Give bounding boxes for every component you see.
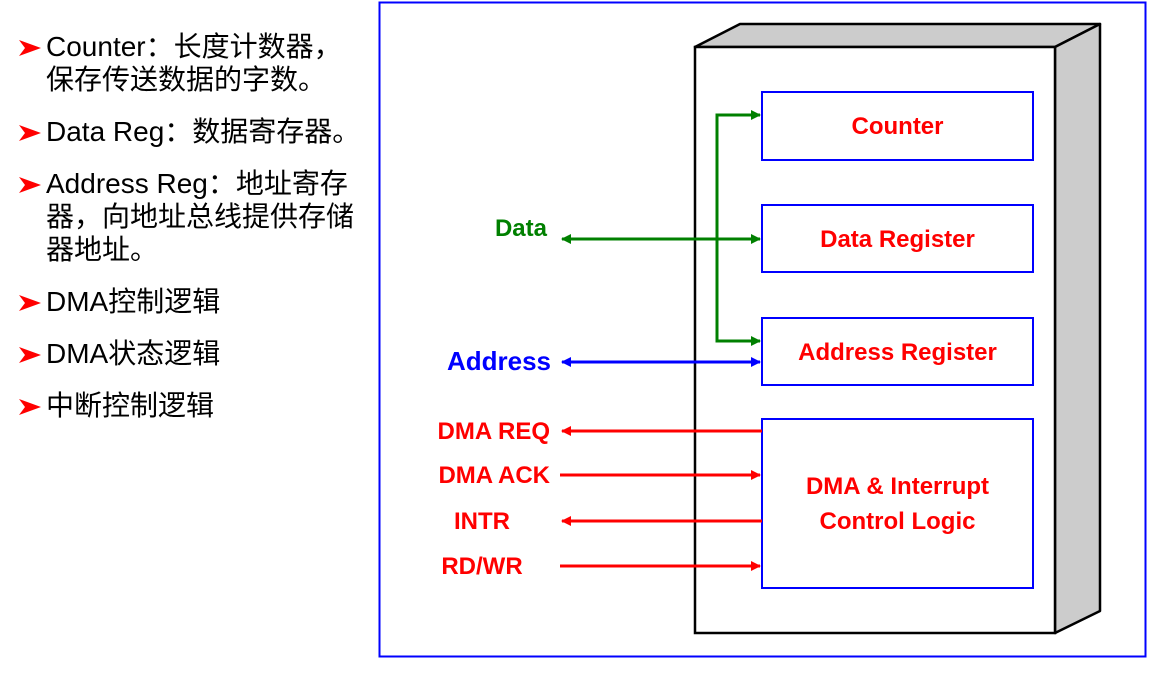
- bullet-text: Data Reg：数据寄存器。: [46, 116, 361, 147]
- box-top-face: [693, 22, 1102, 49]
- bullet-item-counter: Counter：长度计数器，保存传送数据的字数。: [18, 30, 363, 96]
- bullet-arrow-icon: [19, 40, 41, 56]
- bullet-arrow-icon: [19, 347, 41, 363]
- bullet-item-interrupt-control: 中断控制逻辑: [18, 389, 363, 422]
- data-register: Data Register: [761, 204, 1034, 273]
- counter-register-label: Counter: [852, 113, 944, 140]
- control-logic-label-line1: DMA & Interrupt: [806, 473, 989, 500]
- data-register-label: Data Register: [820, 226, 975, 253]
- bullet-item-address-reg: Address Reg：地址寄存器，向地址总线提供存储器地址。: [18, 167, 363, 266]
- rdwr-label: RD/WR: [441, 553, 522, 580]
- intr-label: INTR: [454, 508, 510, 535]
- bullet-arrow-icon: [19, 399, 41, 415]
- address-register: Address Register: [761, 317, 1034, 386]
- address-signal-label: Address: [447, 346, 551, 376]
- bullet-arrow-icon: [19, 295, 41, 311]
- box-side-face: [1053, 22, 1102, 635]
- diagram-frame: [378, 1, 1147, 658]
- bullet-arrow-icon: [19, 177, 41, 193]
- dma-interrupt-control-logic: DMA & Interrupt Control Logic: [761, 418, 1034, 589]
- bullet-item-dma-control: DMA控制逻辑: [18, 285, 363, 318]
- bullet-text: 中断控制逻辑: [46, 390, 215, 421]
- bullet-item-data-reg: Data Reg：数据寄存器。: [18, 115, 363, 148]
- bullet-item-dma-status: DMA状态逻辑: [18, 337, 363, 370]
- data-signal-label: Data: [495, 215, 548, 242]
- bullet-text: Counter：长度计数器，保存传送数据的字数。: [46, 31, 342, 95]
- bullet-text: DMA状态逻辑: [46, 338, 221, 369]
- dma-ack-label: DMA ACK: [438, 462, 550, 489]
- dma-req-label: DMA REQ: [438, 418, 550, 445]
- bullet-arrow-icon: [19, 125, 41, 141]
- counter-register: Counter: [761, 91, 1034, 161]
- address-register-label: Address Register: [798, 339, 997, 366]
- bullet-list: Counter：长度计数器，保存传送数据的字数。 Data Reg：数据寄存器。…: [18, 30, 363, 441]
- bullet-text: Address Reg：地址寄存器，向地址总线提供存储器地址。: [46, 168, 355, 265]
- bullet-text: DMA控制逻辑: [46, 286, 221, 317]
- control-logic-label-line2: Control Logic: [820, 508, 976, 535]
